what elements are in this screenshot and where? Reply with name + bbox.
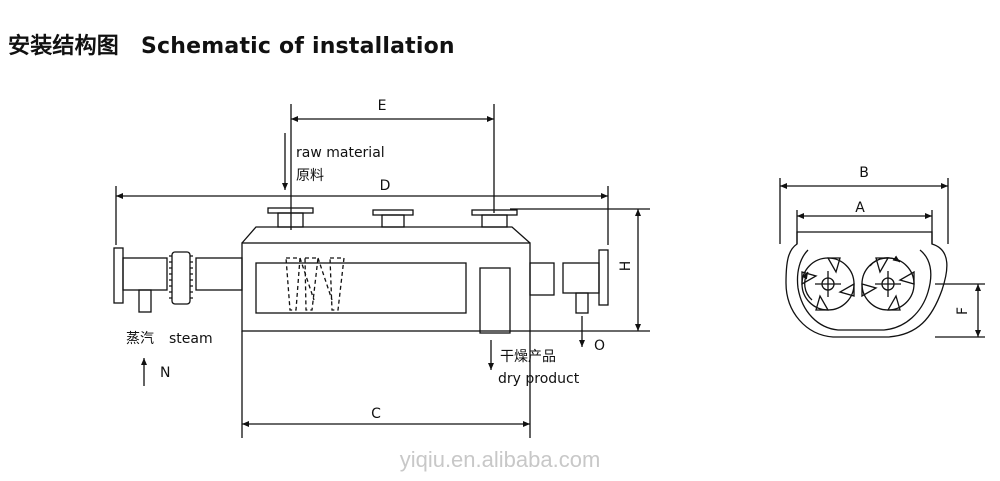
dry-product-zh: 干燥产品 <box>500 349 556 365</box>
dim-a-label: A <box>855 200 865 216</box>
dim-f-label: F <box>955 307 971 315</box>
drive-gear <box>171 251 191 305</box>
steam-zh: 蒸汽 <box>126 331 154 347</box>
dim-e-label: E <box>378 98 387 114</box>
discharge-outlet <box>479 267 511 334</box>
trough-inner <box>796 249 932 331</box>
right-paddle-blades <box>861 257 915 311</box>
gear-teeth <box>169 255 193 299</box>
watermark: yiqiu.en.alibaba.com <box>400 447 601 472</box>
paddle-link-1 <box>299 257 315 301</box>
left-rotation-arrow <box>801 271 813 301</box>
dim-c-label: C <box>371 406 381 422</box>
left-paddle-blades <box>801 257 855 311</box>
inner-shaft-housing <box>255 262 467 314</box>
raw-material-en: raw material <box>296 145 385 161</box>
left-flange <box>113 247 124 304</box>
left-shaft-sleeve <box>195 257 243 291</box>
side-view <box>113 104 650 438</box>
trough-outer <box>785 231 948 338</box>
dim-h-label: H <box>618 261 634 272</box>
paddle-1 <box>285 257 301 311</box>
right-flange <box>598 249 609 306</box>
paddle-3 <box>329 257 345 311</box>
right-rotation-arrow <box>869 255 901 267</box>
dry-product-en: dry product <box>498 371 580 387</box>
left-rotary-joint <box>122 257 168 291</box>
right-rotary-joint-stem <box>575 292 589 314</box>
paddles <box>285 257 345 311</box>
nozzle-middle <box>381 214 405 228</box>
steam-en: steam <box>169 331 213 347</box>
title-zh: 安装结构图 <box>8 34 120 59</box>
right-shaft-sleeve <box>529 262 555 296</box>
paddle-link-2 <box>317 257 333 301</box>
raw-material-zh: 原料 <box>296 168 324 184</box>
nozzle-flange-middle <box>372 209 414 216</box>
diagram-title: 安装结构图 Schematic of installation <box>8 28 455 60</box>
paddle-2 <box>304 257 319 311</box>
right-rotary-joint <box>562 262 600 294</box>
dim-d-label: D <box>380 178 391 194</box>
dim-b-label: B <box>859 165 869 181</box>
nozzle-right <box>481 214 508 228</box>
n-label: N <box>160 365 170 381</box>
title-en: Schematic of installation <box>141 34 455 59</box>
left-rotary-joint-stem <box>138 289 152 313</box>
dryer-body <box>241 242 531 332</box>
top-cover <box>241 226 531 244</box>
o-label: O <box>594 338 605 354</box>
end-view <box>779 178 985 338</box>
